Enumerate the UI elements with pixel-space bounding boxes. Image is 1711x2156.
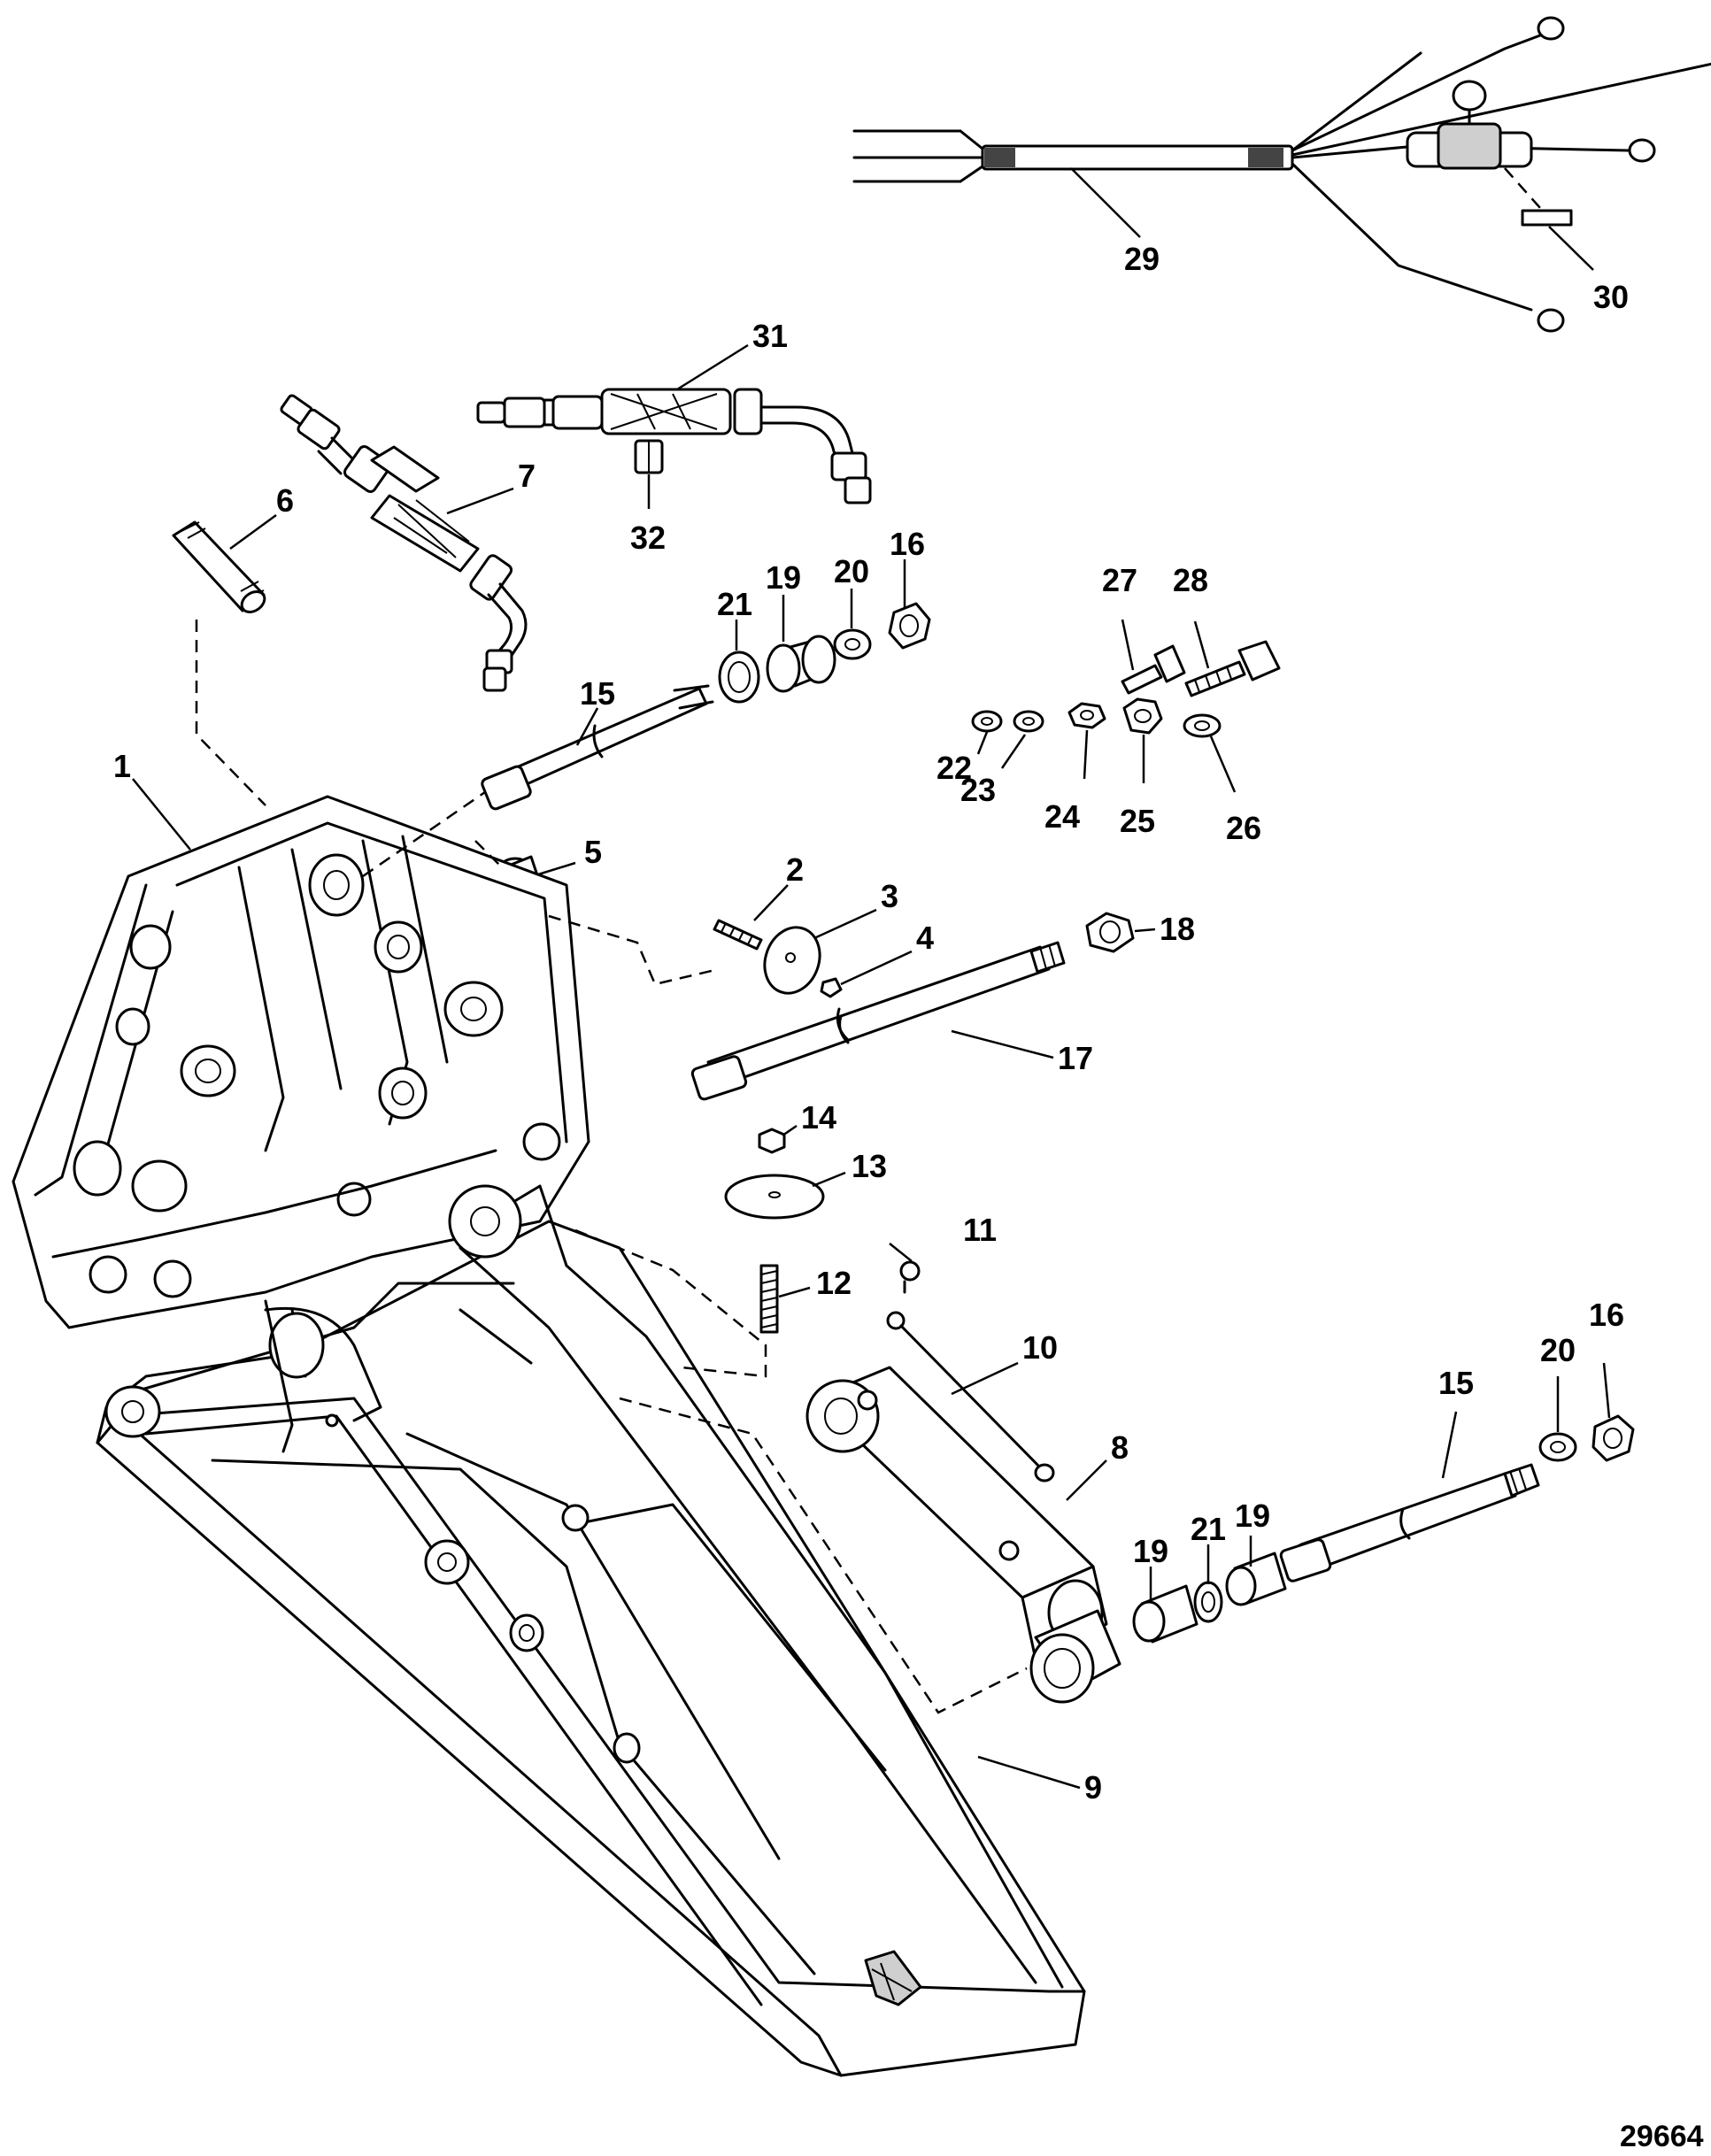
callout-8: 8 (1111, 1429, 1129, 1466)
callout-labels: 1 2 3 4 5 6 7 8 9 10 11 12 13 14 15 16 1… (113, 241, 1704, 2153)
ground-strap (886, 1311, 1055, 1482)
callout-24: 24 (1044, 798, 1080, 835)
callout-32: 32 (630, 520, 666, 556)
callout-30: 30 (1593, 279, 1629, 315)
hose-fitting-nut (634, 439, 664, 474)
callout-6: 6 (276, 482, 294, 519)
callout-1: 1 (113, 748, 131, 784)
callout-7: 7 (518, 458, 536, 494)
callout-14: 14 (801, 1099, 836, 1136)
stud-washer-nut (724, 1128, 825, 1334)
hardware-upper-stack (718, 602, 931, 704)
transom-bracket (12, 795, 590, 1329)
callout-4: 4 (916, 920, 934, 956)
pivot-shaft-upper (481, 684, 714, 811)
callout-16-lower: 16 (1589, 1297, 1624, 1333)
callout-20: 20 (834, 553, 869, 589)
callout-leaders (132, 167, 1611, 1790)
callout-16: 16 (890, 526, 925, 562)
callout-19: 19 (766, 559, 801, 596)
hardware-lower-stack (1132, 1414, 1635, 1644)
hydraulic-hose-lower (280, 394, 528, 692)
callout-21: 21 (717, 586, 752, 622)
callout-11: 11 (963, 1212, 997, 1248)
callout-5: 5 (584, 834, 602, 870)
callout-18: 18 (1160, 911, 1195, 947)
wiring-harness (852, 16, 1711, 333)
callout-9: 9 (1084, 1769, 1102, 1806)
bolts-upper (1121, 640, 1281, 697)
callout-19-lower-a: 19 (1133, 1533, 1168, 1569)
assembly-center-lines (195, 620, 1028, 1714)
callout-25: 25 (1120, 803, 1155, 839)
callout-15: 15 (580, 675, 615, 712)
callout-19-lower-b: 19 (1235, 1498, 1270, 1534)
callout-20-lower: 20 (1540, 1332, 1576, 1368)
shaft-nut (1085, 912, 1135, 953)
callout-21-lower: 21 (1191, 1511, 1226, 1547)
callout-2: 2 (786, 851, 804, 888)
callout-10: 10 (1022, 1329, 1058, 1366)
callout-27: 27 (1102, 562, 1137, 598)
callout-29: 29 (1124, 241, 1160, 277)
washers-nuts-group (971, 697, 1222, 738)
tilt-cylinder-block (805, 1366, 1121, 1704)
callout-13: 13 (852, 1148, 887, 1184)
callout-15-lower: 15 (1438, 1365, 1474, 1401)
callout-31: 31 (752, 318, 788, 354)
hydraulic-hose-upper (476, 388, 872, 504)
screw-plate-nut (713, 919, 843, 998)
callout-28: 28 (1173, 562, 1208, 598)
callout-17: 17 (1058, 1040, 1093, 1076)
callout-3: 3 (881, 878, 898, 914)
swivel-bracket (96, 1184, 1086, 2077)
threaded-stud (172, 520, 266, 613)
small-ball-fitting (899, 1260, 921, 1294)
tilt-shaft-lower (690, 941, 1066, 1101)
callout-22: 22 (936, 750, 972, 786)
figure-number: 29664 (1620, 2120, 1704, 2153)
callout-12: 12 (816, 1265, 852, 1301)
callout-23: 23 (960, 772, 996, 808)
callout-26: 26 (1226, 810, 1261, 846)
